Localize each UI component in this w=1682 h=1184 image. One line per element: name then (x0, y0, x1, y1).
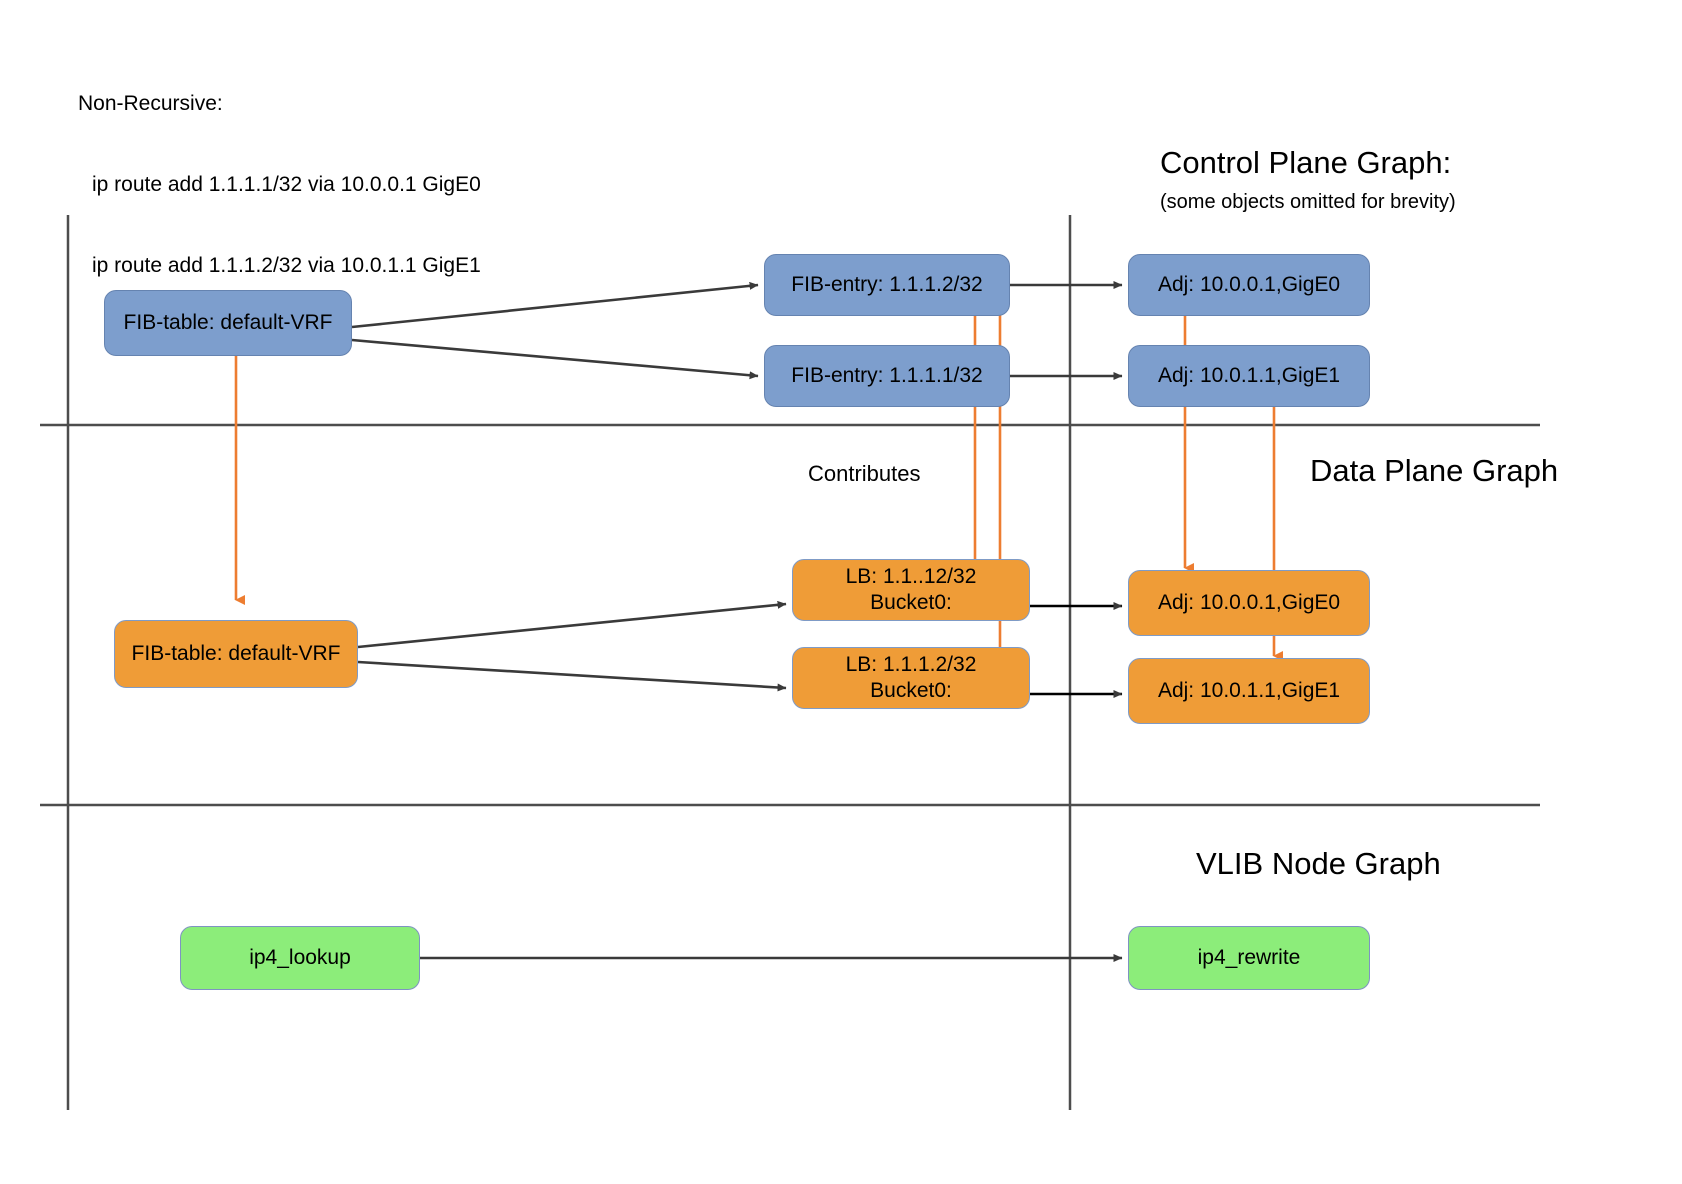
control-plane-title: Control Plane Graph: (1160, 145, 1452, 180)
node-label: Adj: 10.0.0.1,GigE0 (1157, 273, 1341, 296)
node-dp-fib-table[interactable]: FIB-table: default-VRF (114, 620, 358, 688)
node-label-bucket: Bucket0: (870, 591, 952, 614)
node-cp-fib-entry-1-1-1-1[interactable]: FIB-entry: 1.1.1.1/32 (764, 345, 1010, 407)
node-label: FIB-table: default-VRF (123, 311, 333, 334)
node-dp-lb-1-1-12[interactable]: LB: 1.1..12/32 Bucket0: (792, 559, 1030, 621)
node-dp-adj-10-0-1-1[interactable]: Adj: 10.0.1.1,GigE1 (1128, 658, 1370, 724)
route-config-title: Non-Recursive: (78, 92, 223, 115)
node-cp-adj-10-0-0-1[interactable]: Adj: 10.0.0.1,GigE0 (1128, 254, 1370, 316)
node-cp-fib-table[interactable]: FIB-table: default-VRF (104, 290, 352, 356)
node-label-lb: LB: 1.1.1.2/32 (845, 653, 977, 676)
route-config-line-2: ip route add 1.1.1.2/32 via 10.0.1.1 Gig… (92, 254, 481, 277)
node-label: ip4_lookup (249, 946, 351, 969)
node-label: FIB-entry: 1.1.1.1/32 (791, 364, 983, 387)
node-cp-adj-10-0-1-1[interactable]: Adj: 10.0.1.1,GigE1 (1128, 345, 1370, 407)
vlib-graph-title: VLIB Node Graph (1196, 846, 1441, 881)
contributes-label: Contributes (808, 461, 921, 486)
contributes-edges (234, 312, 1283, 661)
route-config-line-1: ip route add 1.1.1.1/32 via 10.0.0.1 Gig… (92, 173, 481, 196)
node-label: Adj: 10.0.1.1,GigE1 (1157, 679, 1341, 702)
node-vlib-ip4-lookup[interactable]: ip4_lookup (180, 926, 420, 990)
node-label: FIB-table: default-VRF (131, 642, 341, 665)
node-label: Adj: 10.0.1.1,GigE1 (1157, 364, 1341, 387)
control-plane-subtitle: (some objects omitted for brevity) (1160, 191, 1456, 213)
node-dp-adj-10-0-0-1[interactable]: Adj: 10.0.0.1,GigE0 (1128, 570, 1370, 636)
route-config-block: Non-Recursive: ip route add 1.1.1.1/32 v… (78, 36, 481, 333)
node-label: ip4_rewrite (1197, 946, 1301, 969)
node-cp-fib-entry-1-1-1-2[interactable]: FIB-entry: 1.1.1.2/32 (764, 254, 1010, 316)
node-label-bucket: Bucket0: (870, 679, 952, 702)
node-label: Adj: 10.0.0.1,GigE0 (1157, 591, 1341, 614)
data-plane-title: Data Plane Graph (1310, 453, 1559, 488)
node-vlib-ip4-rewrite[interactable]: ip4_rewrite (1128, 926, 1370, 990)
node-dp-lb-1-1-1-2[interactable]: LB: 1.1.1.2/32 Bucket0: (792, 647, 1030, 709)
node-label: FIB-entry: 1.1.1.2/32 (791, 273, 983, 296)
node-label-lb: LB: 1.1..12/32 (845, 565, 977, 588)
